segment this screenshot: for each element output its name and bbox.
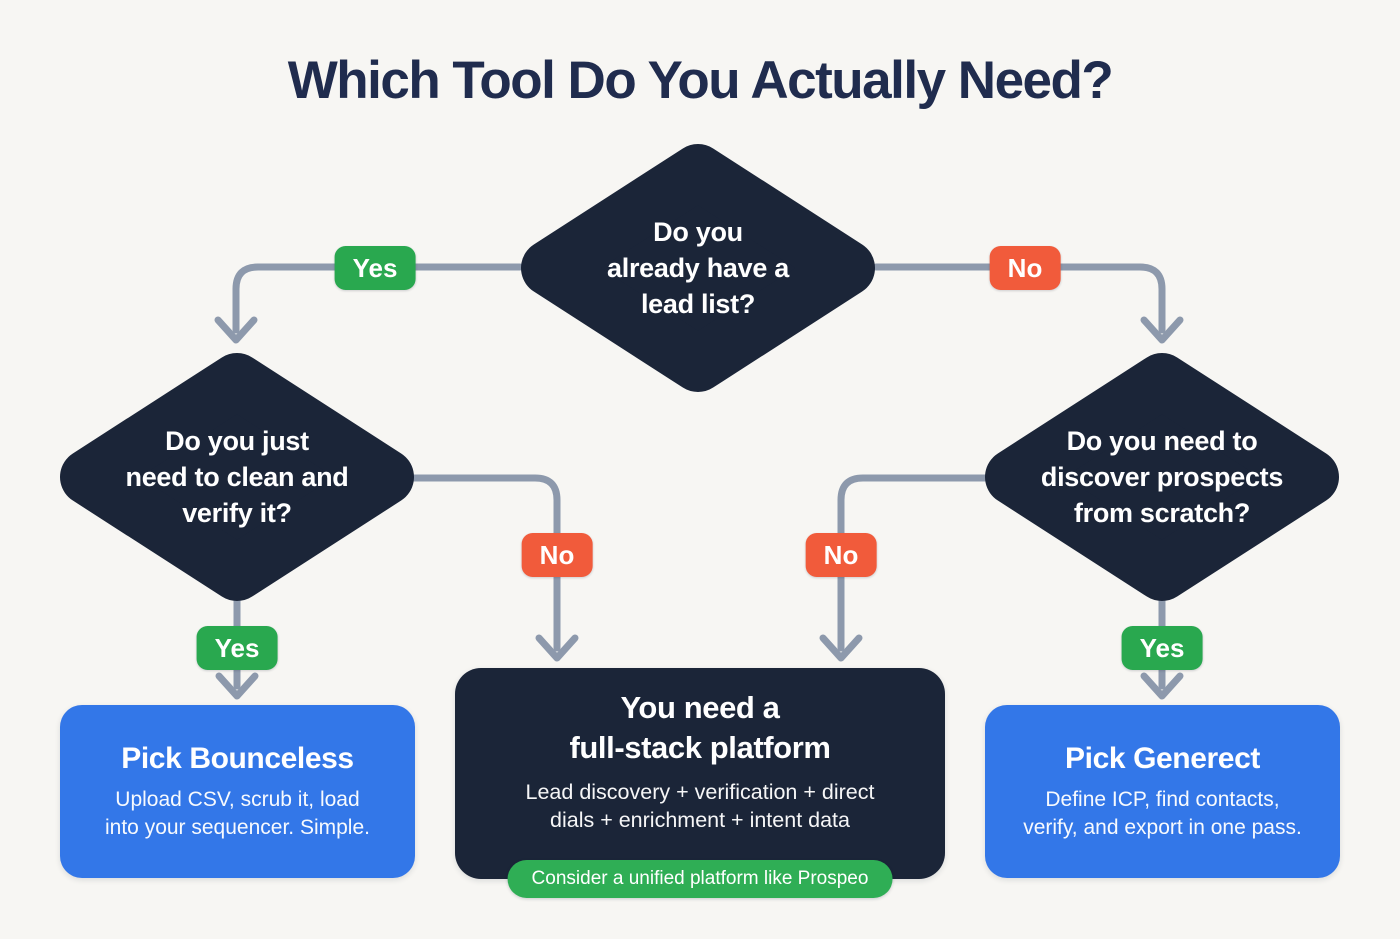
badge-yes-top-left: Yes [334,246,416,290]
decision-diamond-start [521,144,875,392]
result-bounceless-title: Pick Bounceless [121,741,354,775]
result-generect-description: Define ICP, find contacts, verify, and e… [1023,787,1302,839]
badge-no-top-right: No [989,246,1061,290]
decision-start-label: Do you already have a lead list? [607,217,789,319]
connector-yes-left [232,263,524,334]
arrowhead-down-icon [215,672,259,700]
badge-yes-bottom-right: Yes [1121,626,1203,670]
decision-clean-label: Do you just need to clean and verify it? [125,426,349,528]
result-bounceless-description: Upload CSV, scrub it, load into your seq… [105,787,370,839]
arrowhead-down-icon [1140,672,1184,700]
connector-no-right [872,263,1166,334]
badge-no-center-left: No [521,533,593,577]
result-box-fullstack: You need a full-stack platform Lead disc… [455,668,945,898]
result-fullstack-title: You need a full-stack platform [569,689,831,765]
arrowhead-down-icon [1140,316,1184,344]
arrowhead-down-icon [819,634,863,662]
arrowhead-down-icon [214,316,258,344]
badge-yes-bottom-left: Yes [196,626,278,670]
connector-no-center-left [410,474,561,652]
decision-diamond-clean [60,353,414,601]
result-box-bounceless: Pick Bounceless Upload CSV, scrub it, lo… [60,705,415,878]
result-generect-title: Pick Generect [1065,741,1260,775]
decision-discover-label: Do you need to discover prospects from s… [1040,426,1284,528]
badge-no-center-right: No [805,533,877,577]
arrowhead-down-icon [535,634,579,662]
decision-diamond-discover [985,353,1339,601]
page-title: Which Tool Do You Actually Need? [287,51,1114,110]
prospeo-suggestion-pill: Consider a unified platform like Prospeo [507,860,893,898]
result-box-generect: Pick Generect Define ICP, find contacts,… [985,705,1340,878]
connector-no-center-right [837,474,990,652]
result-fullstack-description: Lead discovery + verification + direct d… [525,779,875,832]
